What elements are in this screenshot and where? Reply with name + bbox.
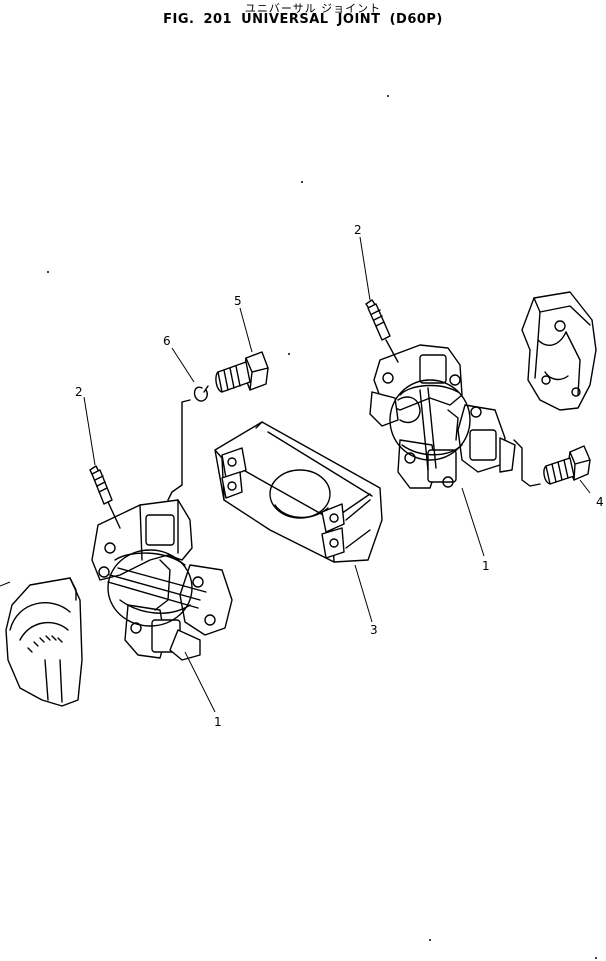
snap-ring xyxy=(193,385,209,402)
flange-yoke xyxy=(214,421,383,563)
speck xyxy=(301,181,303,183)
spider-bearing-assembly-right xyxy=(369,344,516,489)
grease-fitting-left xyxy=(89,465,121,529)
callout-2-left: 2 xyxy=(75,385,83,399)
speck xyxy=(387,95,389,97)
bearing-cap-yoke xyxy=(521,291,597,411)
callout-4: 4 xyxy=(596,495,604,509)
speck xyxy=(429,939,431,941)
speck xyxy=(47,271,49,273)
leader-lines xyxy=(83,236,591,713)
callout-1-right: 1 xyxy=(482,559,490,573)
callout-3: 3 xyxy=(370,623,378,637)
speck xyxy=(595,957,597,959)
spline-yoke xyxy=(0,577,83,707)
alignment-line-left xyxy=(167,399,191,501)
alignment-line-right xyxy=(513,439,541,487)
spider-bearing-assembly-left xyxy=(91,499,233,661)
callout-1-left: 1 xyxy=(214,715,222,729)
figure-title-japanese: ユニバーサル ジョイント xyxy=(244,2,382,15)
callout-5: 5 xyxy=(234,294,242,308)
callout-2-right: 2 xyxy=(354,223,362,237)
grease-fitting-right xyxy=(365,299,399,363)
figure-title: FIG. 201 UNIVERSAL JOINT (D60P) xyxy=(163,12,443,27)
callout-6: 6 xyxy=(163,334,171,348)
bolt-upper xyxy=(215,351,269,393)
bolt-lower xyxy=(543,445,591,485)
speck xyxy=(288,353,290,355)
